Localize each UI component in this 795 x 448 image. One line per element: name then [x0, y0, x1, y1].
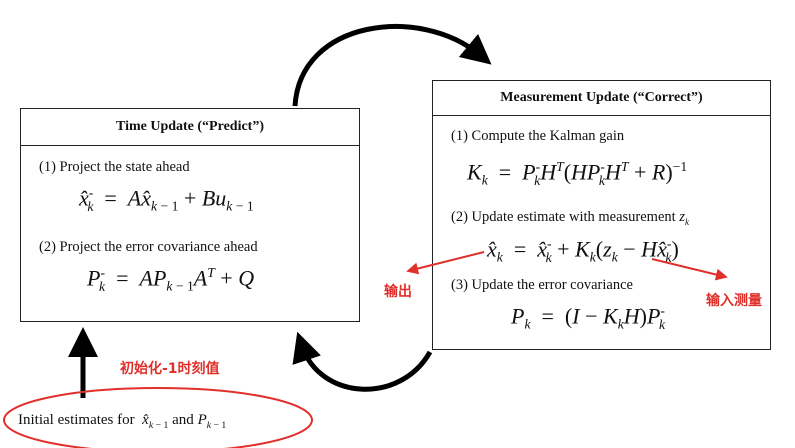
initial-estimates-highlight [3, 387, 313, 448]
time-update-title: Time Update (“Predict”) [21, 109, 359, 146]
output-arrow [406, 251, 485, 275]
measurement-input-arrow [651, 258, 728, 281]
initial-estimates-text: Initial estimates for x̂k − 1 and Pk − 1 [18, 412, 227, 431]
correct-to-predict-arrow [292, 331, 433, 392]
measurement-update-step1: (1) Compute the Kalman gain [451, 128, 625, 144]
predict-to-correct-arrow [292, 24, 492, 107]
measurement-update-title: Measurement Update (“Correct”) [433, 81, 770, 116]
time-update-state-equation: x̂-k = Ax̂k − 1 + Buk − 1 [79, 185, 254, 214]
time-update-covariance-equation: P-k = APk − 1AT + Q [87, 265, 255, 294]
measurement-update-step2: (2) Update estimate with measurement zk [451, 209, 689, 227]
output-label: 输出 [384, 284, 412, 300]
time-update-box: Time Update (“Predict”) (1) Project the … [20, 108, 360, 322]
initialization-note: 初始化-1时刻值 [120, 361, 220, 377]
time-update-step1: (1) Project the state ahead [39, 159, 190, 175]
time-update-step2: (2) Project the error covariance ahead [39, 239, 258, 255]
measurement-update-box: Measurement Update (“Correct”) (1) Compu… [432, 80, 771, 350]
input-measurement-label: 输入测量 [706, 293, 762, 309]
state-update-equation: x̂k = x̂-k + Kk(zk − Hx̂-k) [487, 236, 679, 265]
covariance-update-equation: Pk = (I − KkH)P-k [511, 303, 666, 332]
kalman-gain-equation: Kk = P-kHT(HP-kHT + R)−1 [467, 159, 688, 188]
measurement-update-step3: (3) Update the error covariance [451, 277, 633, 293]
